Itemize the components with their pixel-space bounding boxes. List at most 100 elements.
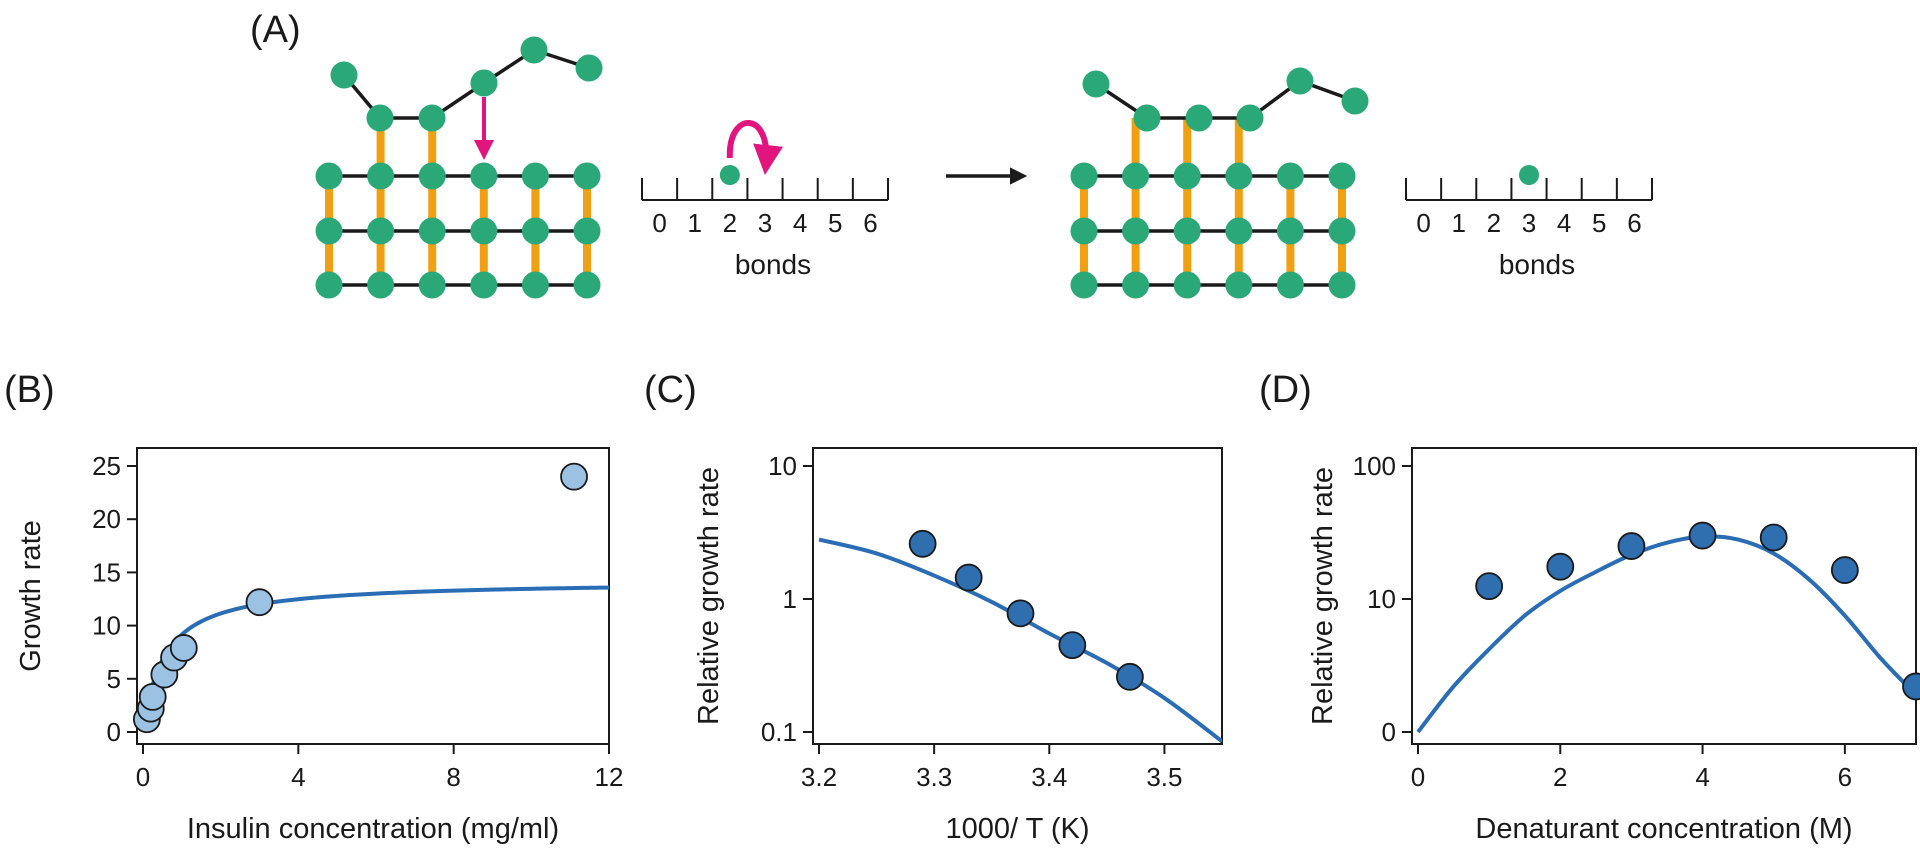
right-lattice-node (1328, 271, 1356, 299)
y-tick-label: 20 (92, 504, 121, 534)
left-ruler-tick-label: 4 (793, 208, 807, 238)
y-tick-label: 10 (92, 611, 121, 641)
data-point (245, 588, 274, 617)
left-ruler-tick-label: 3 (758, 208, 772, 238)
y-tick-label: 0.1 (761, 717, 797, 747)
hop-arrow (726, 120, 783, 175)
x-axis-label: Denaturant concentration (M) (1475, 813, 1852, 845)
data-point (1058, 631, 1087, 660)
left-chain-node (520, 36, 548, 64)
right-lattice-node (1276, 217, 1304, 245)
fit-curve (141, 585, 609, 733)
left-lattice-node (418, 271, 446, 299)
left-lattice-node (470, 271, 498, 299)
right-chain-node (1236, 104, 1264, 132)
left-lattice-node (521, 271, 549, 299)
data-point (560, 462, 588, 491)
data-point (138, 682, 167, 711)
y-tick-label: 10 (768, 451, 797, 481)
x-axis-label: Insulin concentration (mg/ml) (187, 813, 559, 845)
plot-frame (136, 447, 610, 745)
left-lattice-node (521, 217, 549, 245)
left-lattice-node (418, 217, 446, 245)
left-ruler-tick-label: 0 (652, 208, 666, 238)
y-tick-label: 10 (1367, 584, 1396, 614)
right-ruler-tick-label: 2 (1487, 208, 1501, 238)
right-lattice-node (1173, 217, 1201, 245)
x-tick-label: 8 (446, 762, 460, 792)
left-lattice-node (367, 217, 395, 245)
right-ruler-marker (1519, 165, 1539, 185)
right-ruler-tick-label: 1 (1451, 208, 1465, 238)
right-chain-node (1082, 70, 1110, 98)
panel-label-d: (D) (1259, 369, 1312, 411)
y-tick-label: 1 (783, 584, 797, 614)
y-tick-label: 25 (92, 451, 121, 481)
right-lattice-node (1328, 162, 1356, 190)
right-chain-node (1133, 104, 1161, 132)
right-lattice-node (1225, 217, 1253, 245)
right-ruler-caption: bonds (1499, 249, 1575, 280)
left-chain-node (575, 54, 603, 82)
y-tick-label: 0 (107, 717, 121, 747)
data-point (1617, 532, 1646, 560)
right-chain-node (1185, 104, 1213, 132)
left-ruler-tick-label: 1 (687, 208, 701, 238)
y-axis-label: Growth rate (15, 520, 47, 672)
right-ruler-tick-label: 0 (1416, 208, 1430, 238)
right-lattice-node (1070, 271, 1098, 299)
data-point (1115, 662, 1144, 691)
y-tick-label: 15 (92, 557, 121, 587)
right-lattice-node (1225, 271, 1253, 299)
left-lattice-node (367, 271, 395, 299)
data-point (1475, 572, 1504, 601)
right-lattice-node (1276, 271, 1304, 299)
right-lattice-node (1225, 162, 1253, 190)
left-ruler-tick-label: 5 (828, 208, 842, 238)
panel-label-a: (A) (250, 9, 301, 51)
y-tick-label: 0 (1382, 717, 1396, 747)
x-tick-label: 4 (291, 762, 305, 792)
x-tick-label: 4 (1695, 762, 1709, 792)
right-lattice-node (1122, 271, 1150, 299)
right-lattice-node (1328, 217, 1356, 245)
x-tick-label: 3.5 (1146, 762, 1182, 792)
x-tick-label: 0 (136, 762, 150, 792)
plot-frame (1411, 447, 1917, 745)
x-tick-label: 3.4 (1031, 762, 1067, 792)
right-ruler-tick-label: 3 (1522, 208, 1536, 238)
right-lattice-node (1173, 271, 1201, 299)
x-tick-label: 6 (1838, 762, 1852, 792)
left-lattice-node (315, 217, 343, 245)
left-lattice-node (367, 162, 395, 190)
left-lattice-node (573, 271, 601, 299)
right-lattice-node (1070, 162, 1098, 190)
data-point (1759, 523, 1788, 552)
fit-curve (1416, 534, 1916, 734)
right-lattice-node (1122, 217, 1150, 245)
right-lattice-node (1173, 162, 1201, 190)
left-lattice-node (521, 162, 549, 190)
left-lattice-node (418, 162, 446, 190)
fit-curve (818, 537, 1222, 743)
left-ruler-marker (719, 165, 740, 185)
x-tick-label: 2 (1553, 762, 1567, 792)
right-chain-node (1286, 67, 1314, 95)
right-ruler-tick-label: 4 (1557, 208, 1571, 238)
y-tick-label: 5 (107, 664, 121, 694)
x-tick-label: 3.3 (916, 762, 952, 792)
plot-frame (812, 447, 1223, 745)
left-ruler-tick-label: 6 (863, 208, 877, 238)
right-lattice-node (1276, 162, 1304, 190)
left-chain-node (366, 104, 394, 132)
data-point (1830, 556, 1859, 584)
data-point (1688, 521, 1717, 550)
left-chain-node (418, 104, 446, 132)
left-ruler-caption: bonds (735, 249, 811, 280)
left-lattice-node (315, 162, 343, 190)
data-point (1902, 672, 1920, 701)
